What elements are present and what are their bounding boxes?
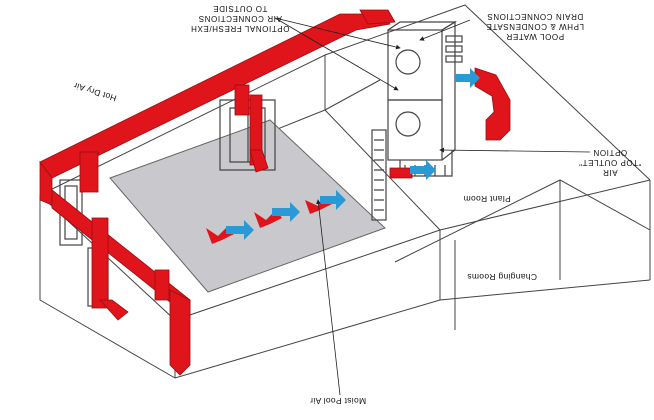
air-top-outlet-line-3: OPTION (593, 148, 627, 157)
pool-water-line-2: LPHW & CONDENSATE (486, 22, 584, 31)
air-top-outlet-line-1: AIR (602, 168, 617, 177)
label-plant-room: Plant Room (463, 194, 510, 204)
label-hot-dry-air: Hot Dry Air (72, 80, 117, 103)
air-connections-line-2: AIR CONNECTIONS (198, 14, 282, 23)
dehumidifier-unit (387, 20, 463, 177)
leader-lines (274, 17, 591, 396)
pool-water-line-3: DRAIN CONNECTIONS (487, 12, 583, 21)
label-air-connections: OPTIONAL FRESH/EXH AIR CONNECTIONS TO OU… (191, 4, 290, 33)
label-air-top-outlet: AIR "TOP OUTLET" OPTION (579, 148, 642, 177)
moist-air-arrows (206, 68, 480, 244)
moist-pool-air-text: Moist Pool Air (310, 396, 366, 406)
label-pool-water: POOL WATER LPHW & CONDENSATE DRAIN CONNE… (486, 12, 584, 41)
air-connections-line-3: TO OUTSIDE (213, 4, 268, 13)
pool-area (109, 119, 386, 293)
air-connections-line-1: OPTIONAL FRESH/EXH (191, 24, 290, 33)
label-changing-rooms: Changing Rooms (467, 272, 537, 282)
changing-rooms-text: Changing Rooms (467, 272, 537, 282)
supply-ductwork (39, 9, 511, 376)
plant-room-text: Plant Room (463, 194, 510, 204)
air-top-outlet-line-2: "TOP OUTLET" (579, 158, 642, 167)
pool-water-line-1: POOL WATER (506, 32, 564, 41)
hot-dry-air-text: Hot Dry Air (72, 80, 117, 103)
label-moist-pool-air: Moist Pool Air (310, 396, 366, 406)
